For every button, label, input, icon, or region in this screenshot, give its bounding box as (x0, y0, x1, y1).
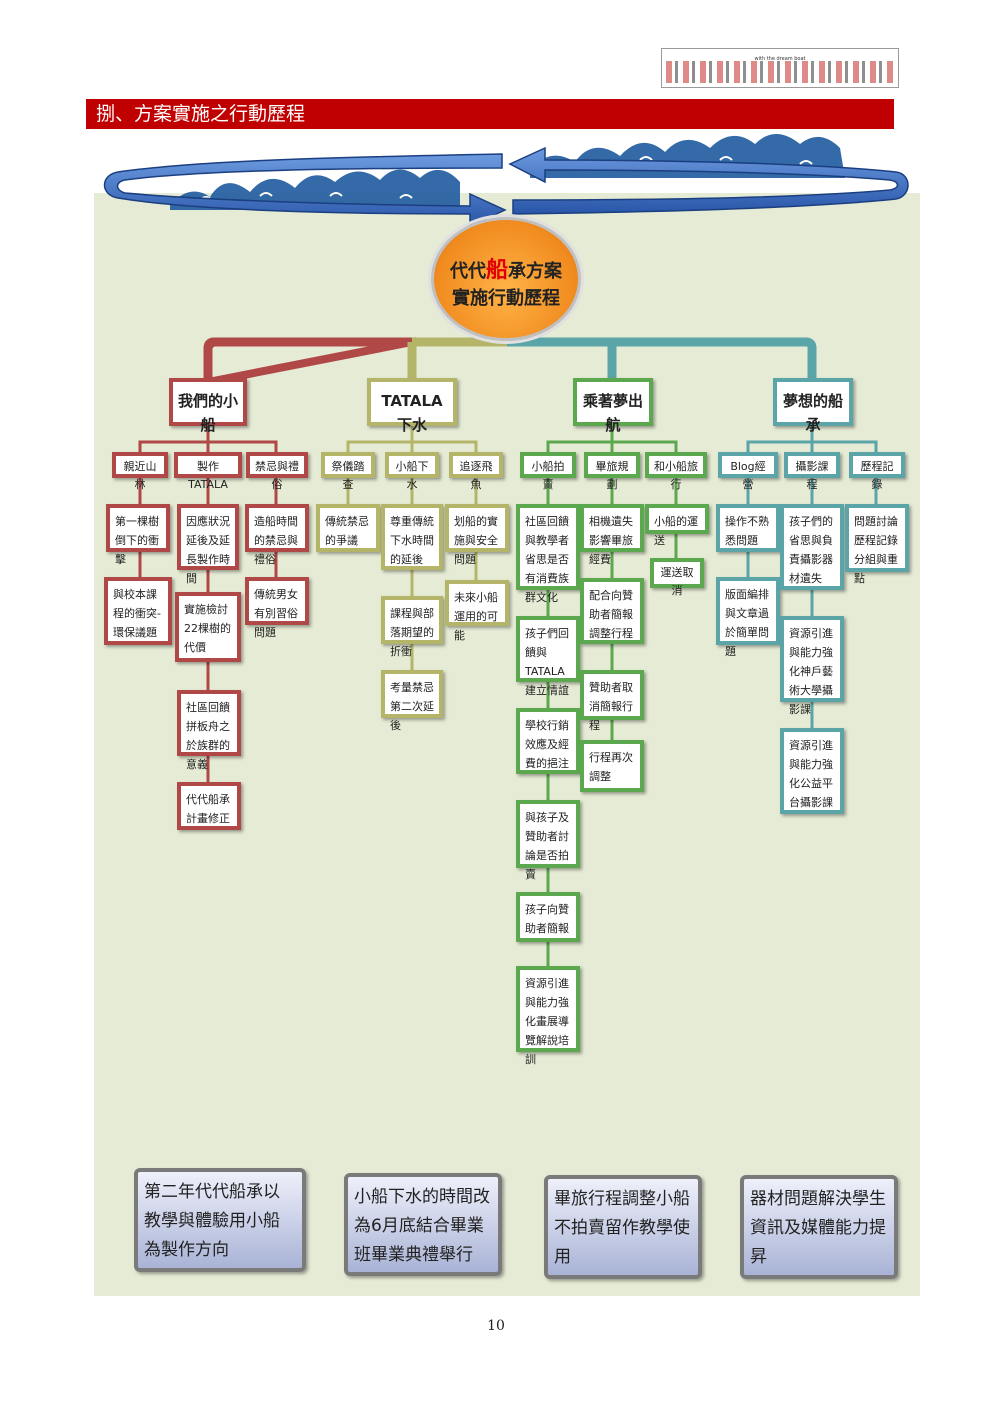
section-header: 捌、方案實施之行動歷程 (86, 99, 894, 129)
cycle-arrow-bottom (508, 146, 909, 215)
page-number: 10 (487, 1318, 505, 1334)
topic-travel-with-boat: 和小船旅行 (645, 452, 707, 491)
issue-respect-launch-time: 尊重傳統下水時間的延後 (381, 504, 443, 570)
issue-discuss-auction: 與孩子及贊助者討論是否拍賣 (516, 800, 580, 881)
issue-plan-revision: 代代船承計畫修正 (177, 782, 241, 830)
summary-box-2: 小船下水的時間改為6月底結合畢業班畢業典禮舉行 (344, 1173, 502, 1276)
issue-community-feedback-meaning: 社區回饋拼板舟之於族群的意義 (177, 690, 241, 771)
summary-box-3: 畢旅行程調整小船不拍賣留作教學使用 (544, 1175, 702, 1279)
issue-lost-camera: 相機遺失影響畢旅經費 (580, 504, 644, 566)
topic-boat-auction: 小船拍賣 (520, 452, 576, 491)
issue-sponsor-cancel: 贊助者取消簡報行程 (580, 670, 644, 732)
issue-exhibition-guide-training: 資源引進與能力強化畫展導覽解說培訓 (516, 966, 580, 1066)
logo-caption: with the dream boat (754, 56, 806, 62)
topic-chase-flying-fish: 追逐飛魚 (449, 452, 503, 491)
issue-transport-cancelled: 運送取消 (650, 558, 704, 597)
issue-curriculum-tribe-balance: 課程與部落期望的折衝 (381, 596, 443, 658)
issue-rowing-safety: 划船的實施與安全問題 (445, 504, 509, 566)
topic-process-records: 歷程記錄 (849, 452, 905, 491)
cycle-arrow-top (103, 153, 507, 228)
branch-dream-inheritance: 夢想的船承 (773, 378, 853, 434)
branch-sail-with-dreams: 乘著夢出航 (573, 378, 653, 434)
summary-box-1: 第二年代代船承以教學與體驗用小船為製作方向 (134, 1168, 306, 1272)
branch-our-little-boat: 我們的小船 (169, 378, 247, 434)
center-topic-oval: 代代船承方案 實施行動歷程 (431, 217, 581, 341)
issue-itinerary-readjust: 行程再次調整 (580, 740, 644, 792)
topic-graduation-trip-plan: 畢旅規劃 (584, 452, 640, 491)
center-title-line1: 代代船承方案 (449, 257, 562, 283)
issue-kobe-photography-course: 資源引進與能力強化神戶藝術大學攝影課 (780, 616, 844, 716)
dream-boat-logo: with the dream boat (661, 48, 899, 88)
issue-22-trees-review: 實施檢討22棵樹的代價 (175, 592, 241, 662)
logo-figures-image (666, 61, 894, 83)
topic-close-to-forest: 親近山林 (112, 452, 168, 491)
issue-unfamiliar-operation: 操作不熟悉問題 (716, 504, 780, 552)
topic-blog-management: Blog經營 (718, 452, 778, 491)
issue-delay-production: 因應狀況延後及延長製作時間 (177, 504, 239, 585)
issue-children-tatala-bond: 孩子們回饋與TATALA建立情誼 (516, 616, 580, 697)
topic-ritual-survey: 祭儀踏查 (321, 452, 375, 491)
topic-make-tatala: 製作TATALA (174, 452, 242, 491)
issue-second-delay: 考量禁忌第二次延後 (381, 670, 443, 732)
issue-school-curriculum-conflict: 與校本課程的衝突-環保議題 (104, 577, 172, 645)
issue-children-briefing: 孩子向贊助者簡報 (516, 892, 580, 942)
center-title-line2: 實施行動歷程 (452, 288, 560, 309)
topic-photography-course: 攝影課程 (784, 452, 840, 491)
issue-public-platform-course: 資源引進與能力強化公益平台攝影課 (780, 728, 844, 814)
issue-gender-custom: 傳統男女有別習俗問題 (245, 577, 309, 639)
topic-boat-launch: 小船下水 (385, 452, 439, 491)
topic-taboo-customs: 禁忌與禮俗 (246, 452, 308, 491)
issue-equipment-lost: 孩子們的省思與負責攝影器材遺失 (780, 504, 844, 590)
issue-layout-too-simple: 版面編排與文章過於簡單問題 (716, 577, 780, 658)
issue-community-reflection: 社區回饋與教學者省思是否有消費族群文化 (516, 504, 580, 604)
issue-first-tree-fall: 第一棵樹倒下的衝擊 (106, 504, 170, 566)
issue-group-discussion: 問題討論歷程記錄分組與重點 (845, 504, 909, 585)
issue-adjust-itinerary: 配合向贊助者簡報調整行程 (580, 578, 644, 644)
issue-traditional-taboo-dispute: 傳統禁忌的爭議 (316, 504, 380, 552)
issue-boatbuilding-taboo: 造船時間的禁忌與禮俗 (245, 504, 309, 566)
branch-tatala-launch: TATALA下水 (367, 378, 457, 434)
summary-box-4: 器材問題解決學生資訊及媒體能力提昇 (740, 1175, 898, 1279)
issue-school-marketing-funds: 學校行銷效應及經費的挹注 (516, 708, 580, 774)
issue-boat-transport: 小船的運送 (645, 504, 709, 547)
issue-future-boat-use: 未來小船運用的可能 (445, 580, 509, 642)
